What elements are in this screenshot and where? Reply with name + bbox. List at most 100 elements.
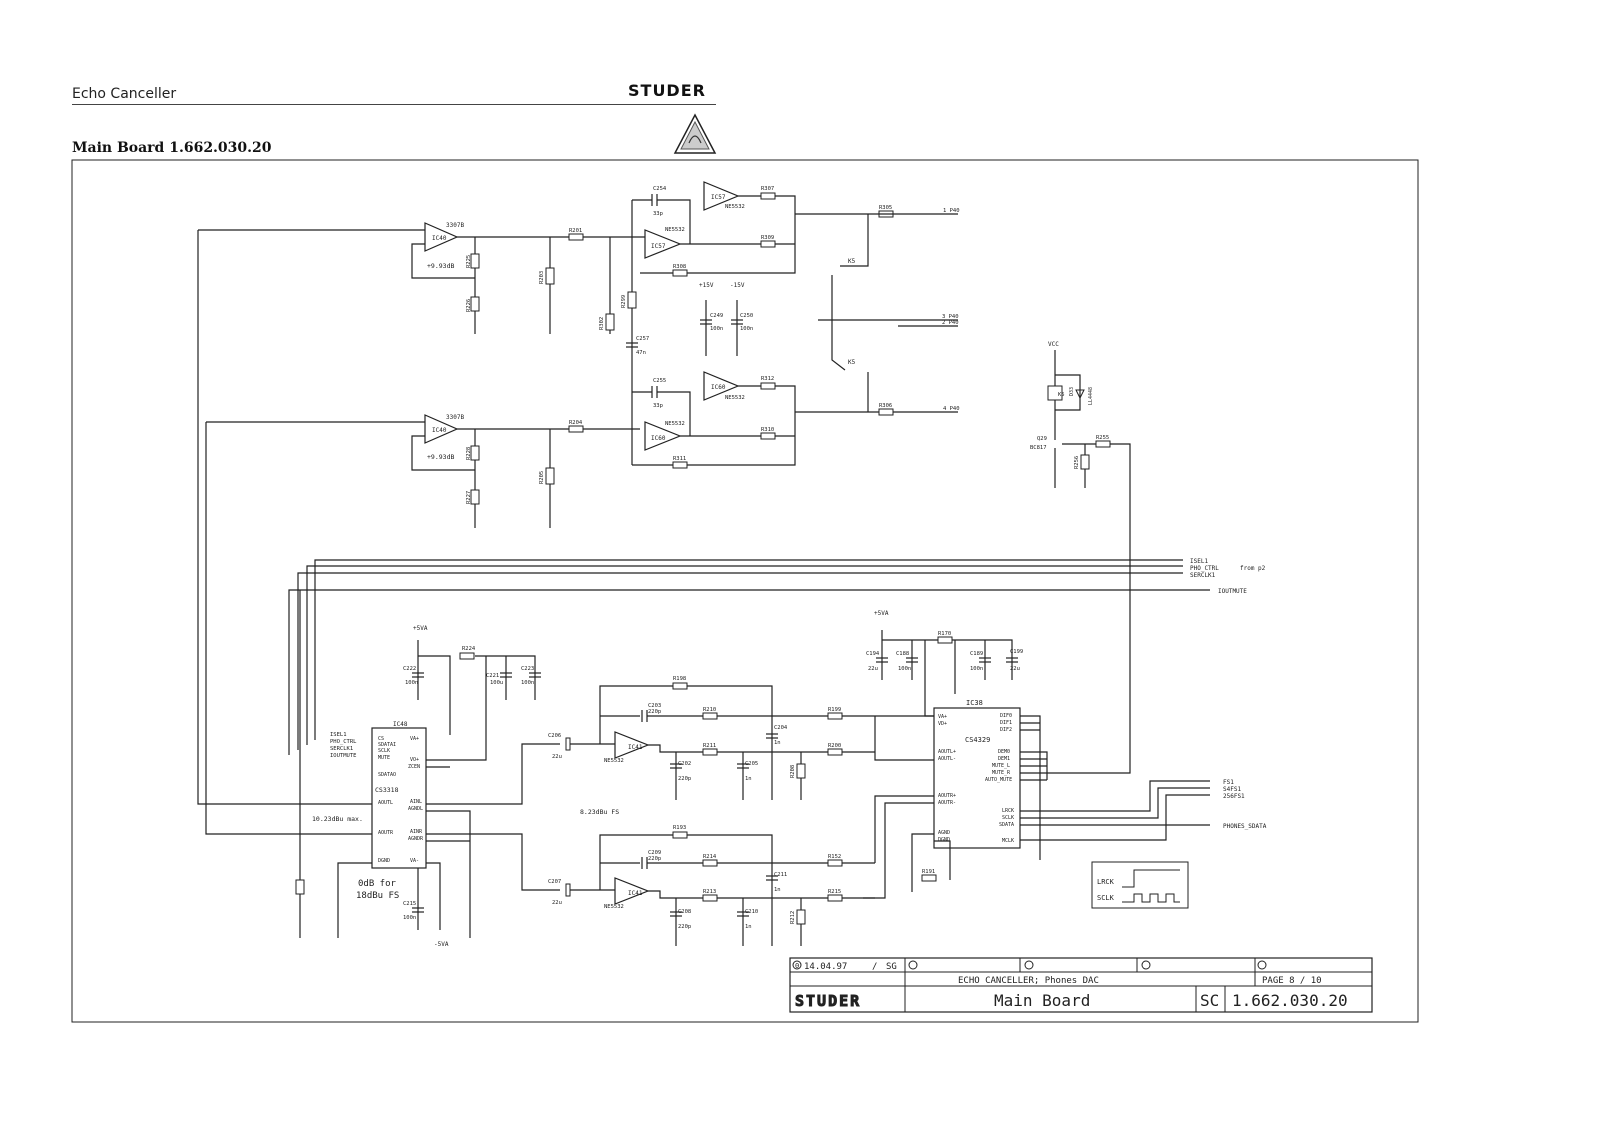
svg-text:NE5532: NE5532 <box>725 204 745 210</box>
svg-text:R226: R226 <box>466 299 472 312</box>
svg-text:AGNDR: AGNDR <box>408 836 424 842</box>
svg-text:R215: R215 <box>828 889 841 895</box>
svg-text:D33: D33 <box>1069 387 1075 396</box>
svg-text:SERCLK1: SERCLK1 <box>330 746 353 752</box>
svg-text:10.23dBu max.: 10.23dBu max. <box>312 815 363 823</box>
ic41-filter-right: C207 22u IC41 NE5532 R193 C209 220p R214… <box>548 795 934 946</box>
svg-text:R305: R305 <box>879 205 892 211</box>
svg-text:22u: 22u <box>552 754 562 760</box>
svg-text:-5VA: -5VA <box>434 941 449 948</box>
ic41-filter-left: C206 22u IC41 NE5532 R198 C203 220p R210… <box>548 676 960 816</box>
svg-text:18dBu FS: 18dBu FS <box>356 891 399 901</box>
svg-text:C255: C255 <box>653 378 666 384</box>
svg-text:IC41: IC41 <box>628 744 643 751</box>
svg-text:SDATA: SDATA <box>999 822 1014 828</box>
svg-text:R311: R311 <box>673 456 686 462</box>
svg-text:100n: 100n <box>970 666 983 672</box>
svg-text:R256: R256 <box>1074 456 1080 469</box>
svg-text:BC817: BC817 <box>1030 445 1047 451</box>
svg-text:DGND: DGND <box>938 837 950 843</box>
svg-text:IC40: IC40 <box>432 235 447 242</box>
svg-text:S4FS1: S4FS1 <box>1223 786 1241 793</box>
svg-text:1n: 1n <box>774 740 781 746</box>
svg-text:IC57: IC57 <box>711 194 726 201</box>
svg-text:ECHO CANCELLER; Phones DAC: ECHO CANCELLER; Phones DAC <box>958 976 1099 986</box>
svg-text:C223: C223 <box>521 666 534 672</box>
svg-text:R310: R310 <box>761 427 774 433</box>
svg-text:C215: C215 <box>403 901 416 907</box>
svg-text:MCLK: MCLK <box>1002 838 1014 844</box>
svg-text:100n: 100n <box>710 326 723 332</box>
svg-text:C194: C194 <box>866 651 880 657</box>
svg-text:SERCLK1: SERCLK1 <box>1190 572 1216 579</box>
svg-text:+9.93dB: +9.93dB <box>427 262 454 270</box>
svg-text:K5: K5 <box>848 258 856 265</box>
svg-text:R198: R198 <box>673 676 686 682</box>
svg-text:220p: 220p <box>648 856 661 862</box>
svg-text:3 P40: 3 P40 <box>942 314 959 320</box>
control-bus: ISEL1 PHO_CTRL from p2 SERCLK1 IOUTMUTE <box>288 558 1266 938</box>
svg-text:100n: 100n <box>403 915 416 921</box>
svg-text:C202: C202 <box>678 761 691 767</box>
svg-text:NE5532: NE5532 <box>604 758 624 764</box>
ic57-stage: IC57 NE5532 IC57 NE5532 C254 33p R307 R3… <box>632 181 960 277</box>
svg-text:R170: R170 <box>938 631 951 637</box>
svg-text:MUTE: MUTE <box>378 755 390 761</box>
svg-text:R299: R299 <box>621 295 627 308</box>
svg-text:R228: R228 <box>466 447 472 460</box>
svg-text:DIF1: DIF1 <box>1000 720 1012 726</box>
svg-text:IC57: IC57 <box>651 243 666 250</box>
svg-text:R224: R224 <box>462 646 476 652</box>
svg-text:AOUTR: AOUTR <box>378 830 394 836</box>
svg-text:0: 0 <box>795 962 799 970</box>
svg-text:220p: 220p <box>678 776 691 782</box>
svg-text:SCLK: SCLK <box>1097 894 1115 902</box>
svg-text:1n: 1n <box>745 776 752 782</box>
svg-text:VA+: VA+ <box>938 714 947 720</box>
svg-text:VCC: VCC <box>1048 341 1059 348</box>
svg-text:LL4448: LL4448 <box>1088 387 1094 405</box>
svg-text:AUTO_MUTE: AUTO_MUTE <box>985 777 1012 783</box>
svg-text:SC: SC <box>1200 991 1219 1010</box>
svg-text:C211: C211 <box>774 872 787 878</box>
svg-text:IC60: IC60 <box>651 435 666 442</box>
svg-text:R308: R308 <box>673 264 686 270</box>
svg-text:SG: SG <box>886 962 897 972</box>
svg-text:ZCEN: ZCEN <box>408 764 420 770</box>
svg-text:DIF2: DIF2 <box>1000 727 1012 733</box>
svg-text:AGND: AGND <box>938 830 950 836</box>
svg-text:C189: C189 <box>970 651 983 657</box>
svg-text:22u: 22u <box>552 900 562 906</box>
relay-driver: VCC K5 D33 LL4448 Q29 BC817 R255 R256 <box>1030 341 1131 590</box>
svg-text:100n: 100n <box>405 680 418 686</box>
svg-text:AOUTL+: AOUTL+ <box>938 749 956 755</box>
svg-text:R208: R208 <box>790 765 796 778</box>
esd-warning-icon <box>673 113 717 154</box>
svg-text:IC48: IC48 <box>393 721 408 728</box>
svg-text:IC41: IC41 <box>628 890 643 897</box>
ic60-stage: IC60 NE5532 IC60 NE5532 C255 33p R312 R3… <box>632 371 960 469</box>
svg-text:R306: R306 <box>879 403 892 409</box>
svg-text:IOUTMUTE: IOUTMUTE <box>1218 588 1247 595</box>
svg-text:CS4329: CS4329 <box>965 736 990 744</box>
supply-decoupling: +15V -15V C249 100n C250 100n <box>699 282 753 356</box>
svg-text:DGND: DGND <box>378 858 390 864</box>
svg-text:220p: 220p <box>678 924 691 930</box>
board-title: Main Board 1.662.030.20 <box>72 140 272 156</box>
svg-text:C205: C205 <box>745 761 758 767</box>
svg-text:C203: C203 <box>648 703 661 709</box>
svg-text:IC60: IC60 <box>711 384 726 391</box>
svg-text:C254: C254 <box>653 186 667 192</box>
svg-text:220p: 220p <box>648 709 661 715</box>
svg-text:R227: R227 <box>466 491 472 504</box>
svg-text:R309: R309 <box>761 235 774 241</box>
svg-text:DEM0: DEM0 <box>998 749 1010 755</box>
svg-text:PHO_CTRL: PHO_CTRL <box>1190 565 1219 572</box>
svg-text:R205: R205 <box>539 471 545 484</box>
svg-text:3307B: 3307B <box>446 222 464 229</box>
svg-text:C204: C204 <box>774 725 788 731</box>
svg-text:R200: R200 <box>828 743 841 749</box>
svg-text:R212: R212 <box>790 911 796 924</box>
svg-text:STUDER: STUDER <box>795 992 861 1010</box>
svg-text:C249: C249 <box>710 313 723 319</box>
